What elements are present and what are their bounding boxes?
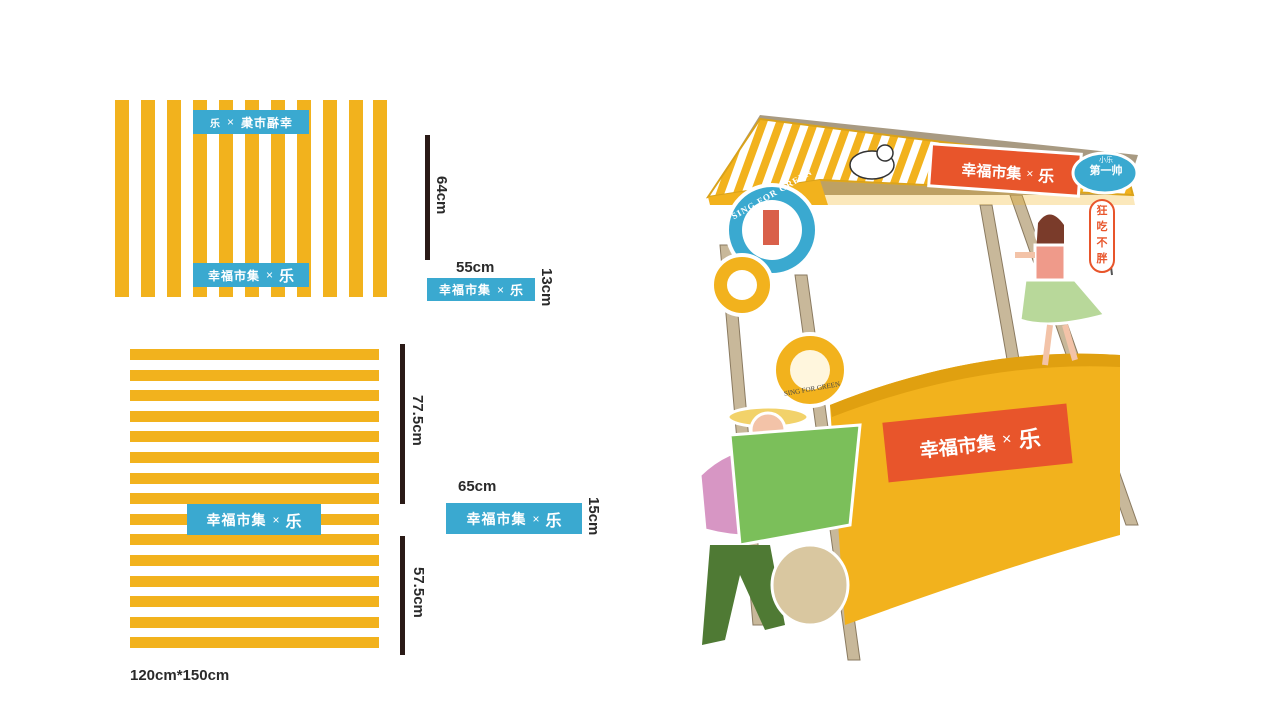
small-banner: 幸福市集 × 乐 [427, 278, 535, 301]
stripe [219, 100, 233, 297]
large-banner-x: × [532, 511, 540, 526]
girl-figure [1015, 214, 1108, 366]
right-sign-big: 第一帅 [1089, 164, 1123, 177]
stripe [193, 100, 207, 297]
stripe [130, 616, 379, 628]
stripe [130, 431, 379, 443]
panel-size-label: 120cm*150cm [130, 667, 230, 684]
height-dimension-label: 64cm [433, 176, 450, 215]
lollipop-sign [1089, 199, 1115, 273]
badge-figure [763, 210, 779, 245]
large-banner-width-label: 65cm [458, 478, 497, 495]
vertical-stripe-panel: 乐 × 幸福市集 幸福市集 × 乐 [115, 100, 387, 297]
stripe [130, 493, 379, 505]
stripe [130, 472, 379, 484]
stripe [167, 100, 181, 297]
stripe [130, 555, 379, 566]
horizontal-panel-banner-brand: 幸福市集 [206, 511, 267, 528]
right-sign-small: 小乐 [1099, 157, 1113, 164]
stripe [130, 390, 379, 402]
roof-banner-mark: 乐 [1037, 168, 1055, 187]
right-sign [1071, 151, 1139, 195]
small-banner-width-label: 55cm [456, 259, 495, 276]
bottom-banner-x: × [265, 268, 273, 282]
stripe [141, 100, 155, 297]
lollipop-text: 狂吃不胖 [1096, 205, 1108, 265]
lower-height-dimension-label: 57.5cm [410, 567, 427, 618]
stripe [130, 534, 379, 546]
stripe [130, 369, 379, 381]
upper-height-dimension-bar [400, 344, 405, 504]
lion-face [727, 270, 757, 300]
small-banner-mark: 乐 [510, 283, 524, 298]
top-banner-brand-mirrored: 幸福市集 [240, 115, 293, 130]
stripe [323, 100, 337, 297]
stripe [130, 575, 379, 587]
bottom-banner-mark: 乐 [279, 267, 295, 285]
height-dimension-bar [425, 135, 430, 260]
roof-banner-x: × [1025, 166, 1034, 181]
stall-artwork [698, 115, 1139, 661]
market-stall-illustration: 幸福市集 × 乐 小乐 第一帅 SING FOR GREEN SING FOR … [680, 105, 1160, 665]
bottom-banner-brand: 幸福市集 [207, 268, 260, 283]
table-banner-brand: 幸福市集 [918, 432, 997, 462]
large-banner: 幸福市集 × 乐 [446, 503, 582, 534]
right-sign-text: 小乐 第一帅 [1076, 157, 1136, 177]
lower-height-dimension-bar [400, 536, 405, 655]
upper-height-dimension-label: 77.5cm [409, 395, 426, 446]
small-banner-x: × [496, 282, 504, 297]
stripe [245, 100, 259, 297]
top-banner: 乐 × 幸福市集 [193, 110, 309, 134]
large-banner-mark: 乐 [545, 512, 562, 530]
small-banner-height-label: 13cm [538, 268, 555, 307]
stripe [115, 100, 129, 297]
table-banner-x: × [1001, 430, 1013, 449]
horizontal-panel-banner-mark: 乐 [285, 513, 302, 531]
top-banner-x: × [226, 115, 234, 129]
table-banner [882, 403, 1073, 483]
stripe [130, 596, 379, 608]
stall-leg [979, 204, 1021, 366]
table-banner-mark: 乐 [1017, 425, 1042, 453]
stripe [130, 637, 379, 649]
small-banner-brand: 幸福市集 [438, 283, 491, 297]
bottom-banner: 幸福市集 × 乐 [193, 263, 309, 287]
horizontal-panel-banner: 幸福市集 × 乐 [187, 504, 321, 535]
roof-banner-brand: 幸福市集 [960, 161, 1022, 183]
stripe [373, 100, 387, 297]
stripe [297, 100, 311, 297]
stripe [130, 452, 379, 463]
horizontal-panel-banner-x: × [272, 512, 280, 527]
horizontal-stripe-panel: 幸福市集 × 乐 [130, 349, 379, 649]
badge-mid-inner [790, 350, 830, 390]
stripe [130, 410, 379, 422]
top-banner-mark: 乐 [209, 118, 221, 130]
farmer-figure [698, 405, 862, 645]
large-banner-height-label: 15cm [585, 497, 602, 536]
stripe [130, 349, 379, 360]
table-top [830, 353, 1120, 417]
stripe [349, 100, 363, 297]
awning-underside [820, 180, 1135, 205]
stripe [271, 100, 285, 297]
large-banner-brand: 幸福市集 [466, 510, 527, 527]
grain-sack [770, 543, 850, 627]
